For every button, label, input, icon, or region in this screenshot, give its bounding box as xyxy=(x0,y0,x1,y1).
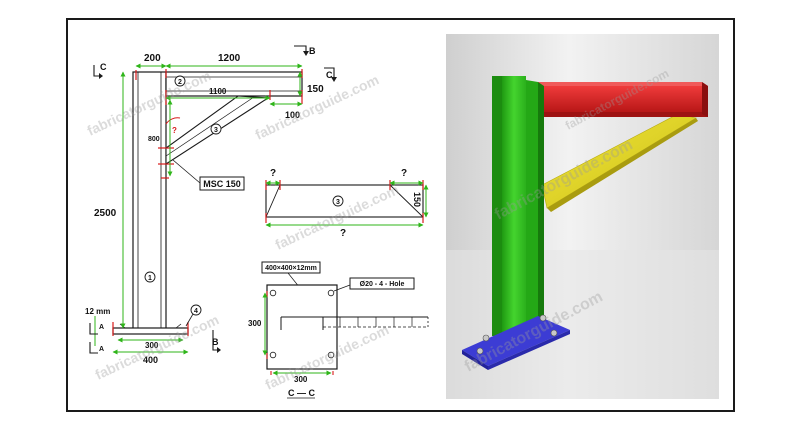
3d-bolt xyxy=(482,334,490,342)
plate-dim-300-h: 300 xyxy=(294,375,308,384)
plate-dim-300-v: 300 xyxy=(248,319,262,328)
dim-inner-1100: 1100 xyxy=(209,87,227,96)
brace-detail-q1: ? xyxy=(270,168,276,179)
3d-bolt xyxy=(476,347,484,355)
part-balloon-2 xyxy=(174,75,186,87)
render-floor xyxy=(446,250,719,399)
3d-render-panel: fabricatorguide.com fabricatorguide.com … xyxy=(446,34,719,399)
angle-question: ? xyxy=(172,126,177,135)
technical-drawing: 200 1200 1100 150 100 800 ? 2500 12 mm 3… xyxy=(85,45,429,399)
3d-base-plate xyxy=(462,314,570,370)
section-b-top: B xyxy=(309,46,316,56)
section-c-left: C xyxy=(100,62,107,72)
section-b-bottom: B xyxy=(212,337,219,347)
dim-12mm: 12 mm xyxy=(85,307,110,316)
dim-base-300: 300 xyxy=(145,341,159,350)
part-balloon-1 xyxy=(144,271,156,283)
part-label-3: 3 xyxy=(214,127,218,134)
dim-800: 800 xyxy=(148,136,160,143)
figure-frame: 200 1200 1100 150 100 800 ? 2500 12 mm 3… xyxy=(66,18,735,412)
brace-detail: 3 ? ? ? 150 xyxy=(265,168,429,239)
part-balloon-3 xyxy=(210,123,222,135)
part-label-4: 4 xyxy=(194,308,198,315)
part-label-2: 2 xyxy=(178,79,182,86)
hole-callout-box xyxy=(349,277,415,290)
plate-section-label: C — C xyxy=(288,388,316,398)
msc-callout-box xyxy=(199,176,245,191)
hole-callout: Ø20 - 4 - Hole xyxy=(360,281,405,288)
msc-callout-text: MSC 150 xyxy=(203,179,241,189)
section-a-bottom: A xyxy=(99,346,104,353)
dim-top-1200: 1200 xyxy=(218,53,241,64)
brace-detail-outline xyxy=(265,184,424,218)
3d-bolt xyxy=(550,329,558,337)
msc-leader-line xyxy=(172,159,201,184)
plate-hole xyxy=(269,351,277,359)
plate-hole xyxy=(327,351,335,359)
section-a-top: A xyxy=(99,324,104,331)
column-outline xyxy=(132,71,167,331)
dim-100: 100 xyxy=(285,110,300,120)
3d-bolt xyxy=(539,314,547,322)
dim-150: 150 xyxy=(307,84,324,95)
3d-beam xyxy=(534,82,708,117)
plate-title-box xyxy=(261,261,321,274)
dim-base-400: 400 xyxy=(143,355,158,365)
3d-column xyxy=(492,76,544,340)
section-c-right: C xyxy=(326,70,333,80)
part-label-1: 1 xyxy=(148,275,152,282)
brace-detail-balloon xyxy=(332,195,344,207)
3d-brace xyxy=(541,113,698,212)
base-plate-detail: 400×400×12mm Ø20 - 4 - Hole xyxy=(248,261,429,399)
plate-hole xyxy=(269,289,277,297)
brace-detail-150: 150 xyxy=(412,192,422,207)
brace-detail-q3: ? xyxy=(340,228,346,239)
brace-detail-part: 3 xyxy=(336,199,340,206)
plate-hole xyxy=(327,289,335,297)
dim-2500: 2500 xyxy=(94,208,117,219)
brace-detail-q2: ? xyxy=(401,168,407,179)
dimension-lines xyxy=(94,63,303,355)
plate-title: 400×400×12mm xyxy=(265,265,317,272)
dim-top-200: 200 xyxy=(144,53,161,64)
part-balloon-4 xyxy=(190,304,202,316)
